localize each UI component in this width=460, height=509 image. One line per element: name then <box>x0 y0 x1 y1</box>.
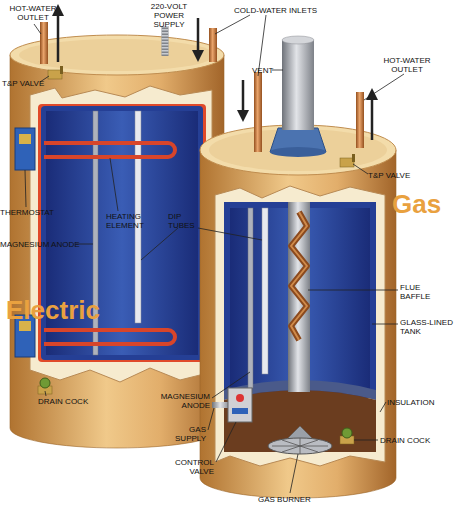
vent-pipe <box>282 40 314 130</box>
leader-line <box>25 170 26 207</box>
leader-line <box>290 454 298 493</box>
tp-valve-lever <box>352 154 355 162</box>
tp-valve-lever <box>60 66 63 74</box>
flow-arrow-shaft <box>197 18 200 52</box>
leader-line <box>354 440 378 441</box>
leader-line <box>198 228 262 240</box>
part-label: VENT <box>252 66 273 75</box>
leader-line <box>216 422 236 462</box>
flow-arrow-head <box>192 50 204 62</box>
leader-lines <box>25 15 404 493</box>
hot-water-pipe <box>356 92 364 148</box>
part-label: DRAIN COCK <box>38 397 88 406</box>
tank-type-heading: Gas <box>392 190 441 218</box>
part-label: GAS BURNER <box>258 495 311 504</box>
part-label: DRAIN COCK <box>380 436 430 445</box>
gas-tank <box>200 36 396 498</box>
control-valve-body <box>228 388 252 422</box>
leader-line <box>380 402 386 412</box>
glass-lining <box>224 202 376 398</box>
vent-pipe-top <box>282 36 314 44</box>
tp-valve <box>340 158 354 167</box>
flow-arrow-shaft <box>242 80 245 112</box>
leader-line <box>45 391 46 396</box>
insulation-cutaway <box>215 186 385 466</box>
flue-pipe <box>288 202 310 392</box>
flue-baffle-highlight <box>291 212 307 340</box>
leader-line <box>212 372 250 398</box>
burner-ports <box>272 438 328 454</box>
heating-element <box>44 143 175 157</box>
thermostat-dial <box>19 134 31 144</box>
part-label: 220-VOLT POWER SUPPLY <box>138 2 200 29</box>
leader-line <box>110 158 118 211</box>
heating-element <box>44 330 175 344</box>
leader-line <box>34 24 41 34</box>
part-label: MAGNESIUM ANODE <box>0 240 80 249</box>
flow-arrows-gas <box>237 80 378 140</box>
leader-line <box>372 324 398 325</box>
part-label: GAS SUPPLY <box>170 425 206 443</box>
draft-hood-base <box>270 147 326 157</box>
part-label: INSULATION <box>387 398 434 407</box>
power-conduit <box>162 26 169 56</box>
cold-water-pipe <box>209 28 217 62</box>
tp-valve <box>48 70 62 79</box>
part-label: DIP TUBES <box>168 212 202 230</box>
flue-baffle <box>291 212 307 340</box>
part-label: CONTROL VALVE <box>166 458 214 476</box>
leader-line <box>308 290 398 291</box>
flow-arrow-shaft <box>57 14 60 62</box>
leader-line <box>208 408 214 430</box>
part-label: HOT-WATER OUTLET <box>378 56 436 74</box>
power-conduit-ribs <box>162 26 169 56</box>
part-label: MAGNESIUM ANODE <box>146 392 210 410</box>
part-label: GLASS-LINED TANK <box>400 318 456 336</box>
tank-shell <box>200 150 396 498</box>
leader-line <box>353 164 368 174</box>
leader-line <box>215 15 250 34</box>
tank-top <box>200 125 396 175</box>
part-label: COLD-WATER INLETS <box>234 6 317 15</box>
leader-line <box>364 74 404 100</box>
insulation-cutaway <box>30 86 212 382</box>
part-label: THERMOSTAT <box>0 208 54 217</box>
part-label: T&P VALVE <box>2 79 44 88</box>
tank-top-rim <box>19 39 215 71</box>
control-valve-knob <box>236 394 244 402</box>
flow-arrow-head <box>237 110 249 122</box>
flow-arrow-head <box>366 88 378 100</box>
anode-rod <box>248 208 253 388</box>
flow-arrow-shaft <box>371 98 374 140</box>
part-label: HEATING ELEMENT <box>106 212 154 230</box>
tank-type-heading: Electric <box>6 296 100 324</box>
leader-line <box>141 228 178 260</box>
control-valve-panel <box>232 408 248 414</box>
dip-tube <box>262 208 268 374</box>
tank-shell <box>10 55 224 448</box>
gas-burner <box>268 438 332 454</box>
part-label: T&P VALVE <box>368 171 410 180</box>
thermostat-box <box>15 128 35 170</box>
hot-water-pipe <box>40 22 48 64</box>
part-label: FLUE BAFFLE <box>400 283 445 301</box>
leader-line <box>272 70 283 71</box>
gas-supply-pipe <box>212 402 230 408</box>
drain-cock-handle <box>342 428 352 438</box>
part-label: HOT-WATER OUTLET <box>4 4 62 22</box>
drain-cock-handle <box>40 378 50 388</box>
cold-water-pipe <box>254 72 262 152</box>
